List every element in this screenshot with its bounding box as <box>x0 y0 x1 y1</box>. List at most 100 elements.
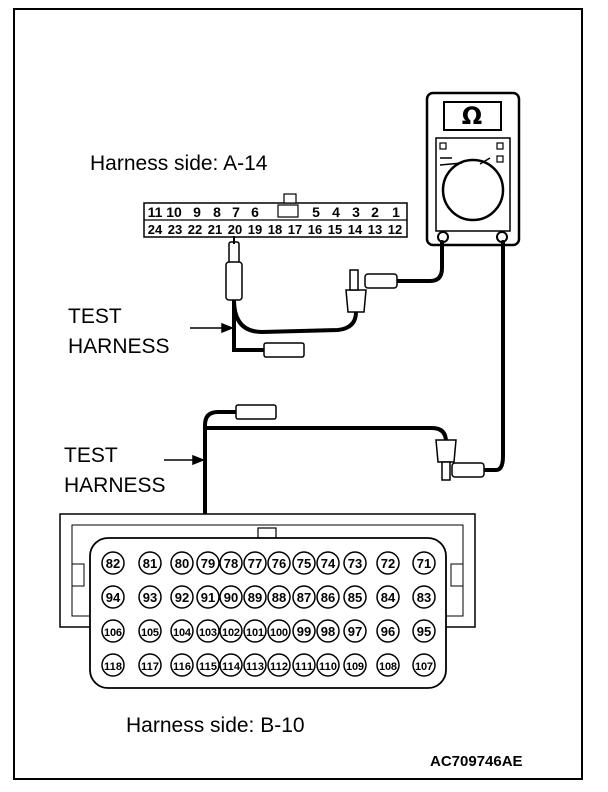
test-harness-1-line-1: TEST <box>68 305 122 328</box>
svg-text:75: 75 <box>297 556 311 571</box>
svg-text:97: 97 <box>348 624 362 639</box>
b10-pin-111: 111 <box>292 653 316 677</box>
b10-pin-81: 81 <box>138 551 162 575</box>
a14-pin-21: 21 <box>208 222 222 237</box>
b10-pin-113: 113 <box>243 653 267 677</box>
svg-text:98: 98 <box>321 624 335 639</box>
svg-text:103: 103 <box>199 627 217 639</box>
test-harness-label-1: TEST HARNESS <box>68 302 170 362</box>
svg-text:73: 73 <box>348 556 362 571</box>
svg-text:84: 84 <box>381 590 396 605</box>
b10-pin-72: 72 <box>376 551 400 575</box>
a14-pin-5: 5 <box>312 204 320 220</box>
a14-pin-19: 19 <box>248 222 262 237</box>
a14-pin-17: 17 <box>288 222 302 237</box>
a14-pin-15: 15 <box>328 222 342 237</box>
a14-pin-1: 1 <box>392 204 400 220</box>
connector-a-label: Harness side: A-14 <box>90 152 268 175</box>
a14-pin-18: 18 <box>268 222 282 237</box>
svg-text:110: 110 <box>319 661 337 673</box>
b10-pin-110: 110 <box>316 653 340 677</box>
svg-text:107: 107 <box>415 661 433 673</box>
label-arrows <box>164 322 235 466</box>
b10-pin-112: 112 <box>267 653 291 677</box>
b10-pin-117: 117 <box>138 653 162 677</box>
a14-pin-4: 4 <box>332 204 340 220</box>
svg-text:116: 116 <box>173 661 191 673</box>
svg-text:113: 113 <box>246 661 264 673</box>
b10-pin-94: 94 <box>101 585 125 609</box>
b10-pin-88: 88 <box>267 585 291 609</box>
b10-pin-76: 76 <box>267 551 291 575</box>
svg-text:88: 88 <box>272 590 286 605</box>
b10-pin-90: 90 <box>219 585 243 609</box>
a14-pin-9: 9 <box>193 204 201 220</box>
svg-text:74: 74 <box>321 556 336 571</box>
figure-code: AC709746AE <box>430 753 523 770</box>
b10-pin-77: 77 <box>243 551 267 575</box>
b10-pin-116: 116 <box>170 653 194 677</box>
svg-text:80: 80 <box>175 556 189 571</box>
a14-pin-8: 8 <box>213 204 221 220</box>
a14-pin-3: 3 <box>352 204 360 220</box>
a14-pin-11: 11 <box>148 204 163 220</box>
b10-pin-83: 83 <box>412 585 436 609</box>
a14-pin-7: 7 <box>232 204 240 220</box>
svg-text:92: 92 <box>175 590 189 605</box>
svg-text:108: 108 <box>379 661 397 673</box>
b10-pin-107: 107 <box>412 653 436 677</box>
svg-text:101: 101 <box>246 627 264 639</box>
b10-pin-102: 102 <box>219 619 243 643</box>
svg-text:85: 85 <box>348 590 362 605</box>
diagram-frame <box>13 8 583 780</box>
b10-pin-89: 89 <box>243 585 267 609</box>
a14-pin-6: 6 <box>251 204 259 220</box>
svg-text:118: 118 <box>104 661 122 673</box>
b10-pin-74: 74 <box>316 551 340 575</box>
b10-pin-84: 84 <box>376 585 400 609</box>
svg-text:106: 106 <box>104 627 122 639</box>
b10-pin-114: 114 <box>219 653 243 677</box>
svg-text:89: 89 <box>248 590 262 605</box>
svg-text:104: 104 <box>173 627 192 639</box>
b10-pin-97: 97 <box>343 619 367 643</box>
svg-text:71: 71 <box>417 556 431 571</box>
a14-pin-14: 14 <box>348 222 363 237</box>
multimeter-icon <box>425 91 521 247</box>
b10-pin-87: 87 <box>292 585 316 609</box>
b10-pin-78: 78 <box>219 551 243 575</box>
b10-pin-104: 104 <box>170 619 194 643</box>
b10-pin-105: 105 <box>138 619 162 643</box>
svg-text:81: 81 <box>143 556 157 571</box>
b10-pin-95: 95 <box>412 619 436 643</box>
b10-pin-82: 82 <box>101 551 125 575</box>
svg-text:102: 102 <box>222 627 240 639</box>
svg-text:111: 111 <box>295 661 313 673</box>
b10-pin-99: 99 <box>292 619 316 643</box>
test-harness-2-line-2: HARNESS <box>64 474 166 497</box>
connector-b-label: Harness side: B-10 <box>126 714 305 737</box>
b10-pin-86: 86 <box>316 585 340 609</box>
b10-pin-109: 109 <box>343 653 367 677</box>
svg-text:112: 112 <box>270 661 288 673</box>
b10-pin-101: 101 <box>243 619 267 643</box>
b10-pin-106: 106 <box>101 619 125 643</box>
a14-pin-10: 10 <box>166 204 182 220</box>
svg-text:100: 100 <box>270 627 288 639</box>
svg-text:93: 93 <box>143 590 157 605</box>
svg-text:117: 117 <box>141 661 159 673</box>
svg-text:95: 95 <box>417 624 431 639</box>
svg-text:78: 78 <box>224 556 238 571</box>
svg-text:96: 96 <box>381 624 395 639</box>
b10-pin-73: 73 <box>343 551 367 575</box>
test-harness-1-line-2: HARNESS <box>68 335 170 358</box>
a14-pin-23: 23 <box>168 222 182 237</box>
svg-text:115: 115 <box>199 661 217 673</box>
b10-pin-75: 75 <box>292 551 316 575</box>
svg-text:77: 77 <box>248 556 262 571</box>
a14-pin-12: 12 <box>388 222 402 237</box>
test-harness-label-2: TEST HARNESS <box>64 441 166 501</box>
